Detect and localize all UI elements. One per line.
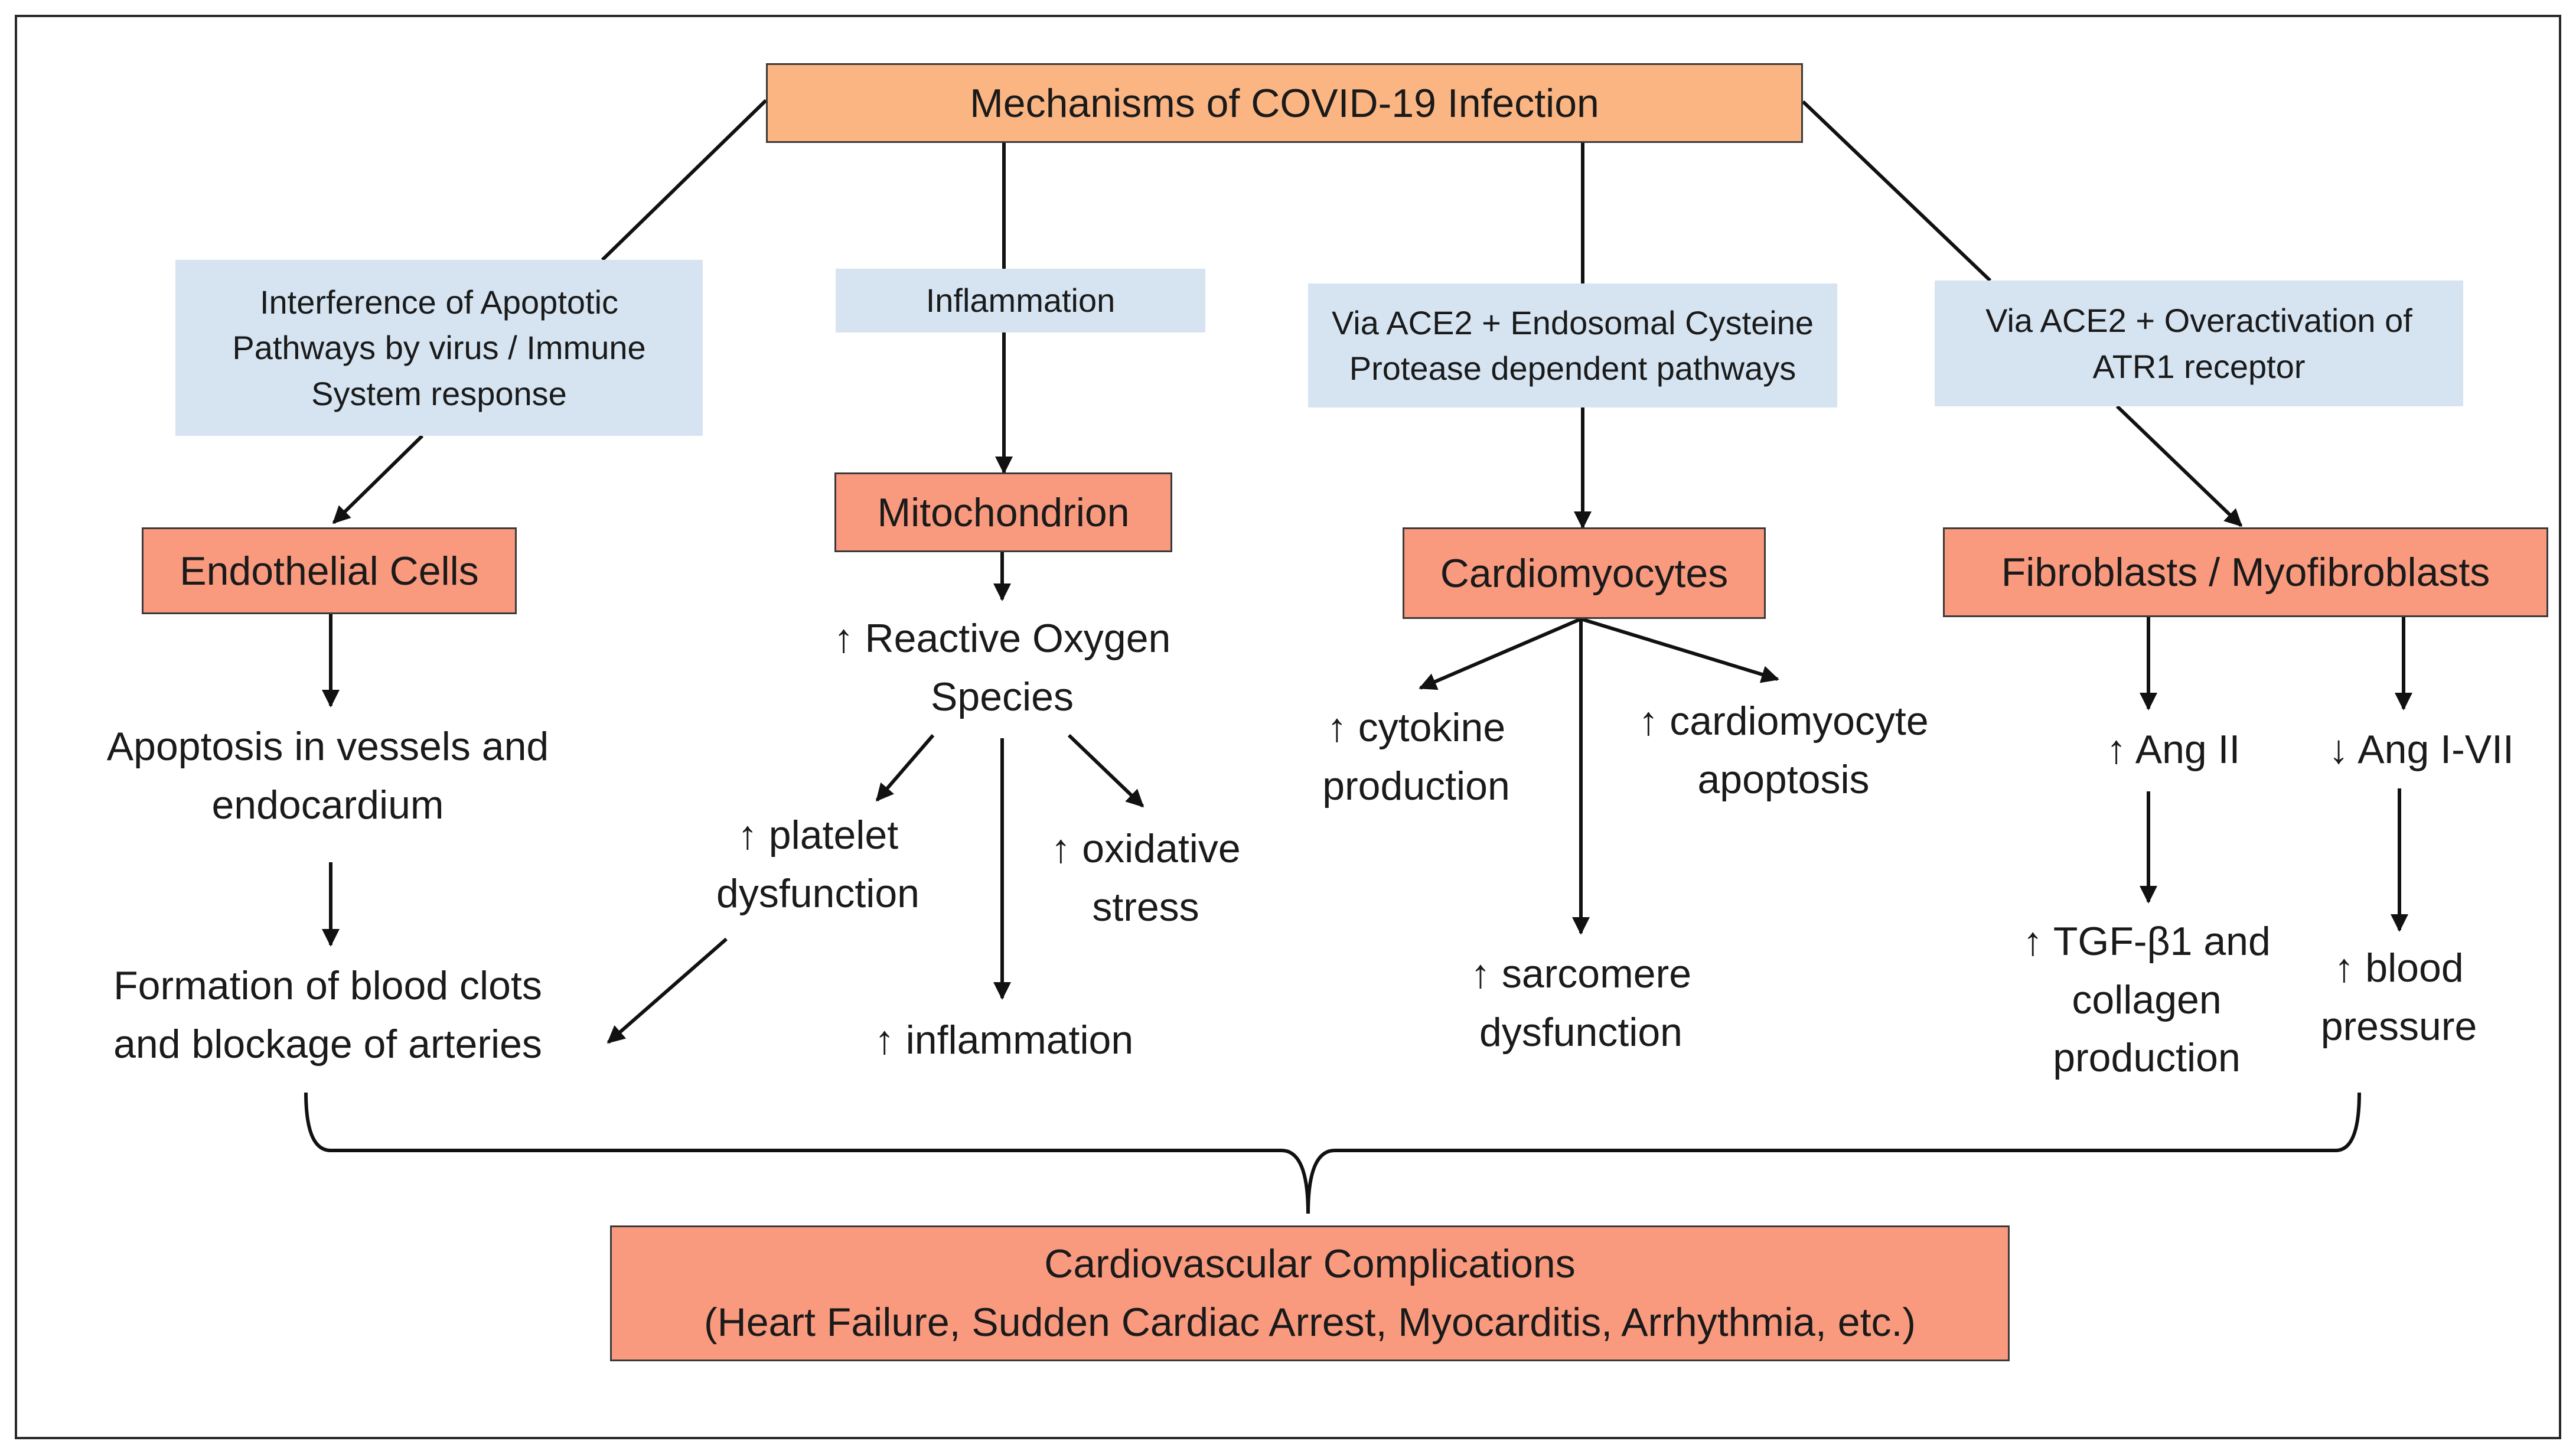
blood-pressure-text: ↑ blood pressure (2320, 946, 2477, 1049)
fibroblasts-box: Fibroblasts / Myofibroblasts (1943, 527, 2548, 617)
complications-box: Cardiovascular Complications (Heart Fail… (610, 1225, 2010, 1361)
title-box: Mechanisms of COVID-19 Infection (766, 63, 1803, 143)
cardiomyocytes-box: Cardiomyocytes (1403, 527, 1766, 619)
ang2-text: ↑ Ang II (2106, 727, 2241, 772)
complications-list: (Heart Failure, Sudden Cardiac Arrest, M… (703, 1300, 1916, 1345)
connector-title-apoptotic (601, 99, 768, 262)
arrow-apoptotic-endothelial (332, 434, 424, 524)
blood-clots-text: Formation of blood clots and blockage of… (113, 963, 542, 1067)
pathway-apoptotic-box: Interference of Apoptotic Pathways by vi… (175, 260, 703, 436)
pathway-ace2-endosomal-text: Via ACE2 + Endosomal Cysteine Protease d… (1331, 304, 1814, 387)
oxidative-stress-text: ↑ oxidative stress (1051, 826, 1241, 930)
bottom-brace (304, 1092, 2361, 1214)
arrow-cardio-apoptosis (1580, 617, 1779, 683)
ang17-text: ↓ Ang I-VII (2329, 727, 2514, 772)
endothelial-cells-text: Endothelial Cells (180, 548, 479, 594)
pathway-inflammation-box: Inflammation (836, 269, 1205, 332)
mitochondrion-box: Mitochondrion (834, 472, 1172, 552)
arrow-platelet-clots (606, 937, 728, 1044)
inflammation-up-text: ↑ inflammation (874, 1018, 1134, 1062)
pathway-apoptotic-text: Interference of Apoptotic Pathways by vi… (232, 283, 646, 412)
diagram-frame (15, 15, 2561, 1439)
pathway-inflammation-text: Inflammation (925, 282, 1116, 320)
cardiomyocytes-text: Cardiomyocytes (1440, 550, 1729, 596)
arrow-ros-oxidative (1067, 733, 1144, 808)
fibroblasts-text: Fibroblasts / Myofibroblasts (2001, 550, 2490, 595)
arrow-ros-platelet (875, 734, 935, 802)
pathway-ace2-atr1-text: Via ACE2 + Overactivation of ATR1 recept… (1985, 302, 2412, 385)
ros-text: ↑ Reactive Oxygen Species (833, 616, 1171, 719)
cardiomyocyte-apoptosis-text: ↑ cardiomyocyte apoptosis (1638, 699, 1929, 802)
tgf-text: ↑ TGF-β1 and collagen production (2023, 919, 2271, 1081)
platelet-dysfunction-text: ↑ platelet dysfunction (716, 813, 919, 916)
cytokine-text: ↑ cytokine production (1322, 705, 1510, 808)
pathway-ace2-endosomal-box: Via ACE2 + Endosomal Cysteine Protease d… (1308, 283, 1837, 407)
arrow-atr1-fibroblasts (2115, 405, 2243, 527)
mitochondrion-text: Mitochondrion (877, 490, 1130, 535)
complications-title: Cardiovascular Complications (1044, 1241, 1576, 1287)
title-text: Mechanisms of COVID-19 Infection (970, 80, 1599, 126)
sarcomere-text: ↑ sarcomere dysfunction (1470, 951, 1692, 1055)
arrow-cardio-cytokine (1419, 617, 1582, 690)
apoptosis-vessels-text: Apoptosis in vessels and endocardium (106, 724, 549, 827)
pathway-ace2-atr1-box: Via ACE2 + Overactivation of ATR1 recept… (1935, 281, 2463, 406)
connector-title-ace2-atr1 (1801, 100, 1992, 282)
endothelial-cells-box: Endothelial Cells (142, 527, 517, 614)
